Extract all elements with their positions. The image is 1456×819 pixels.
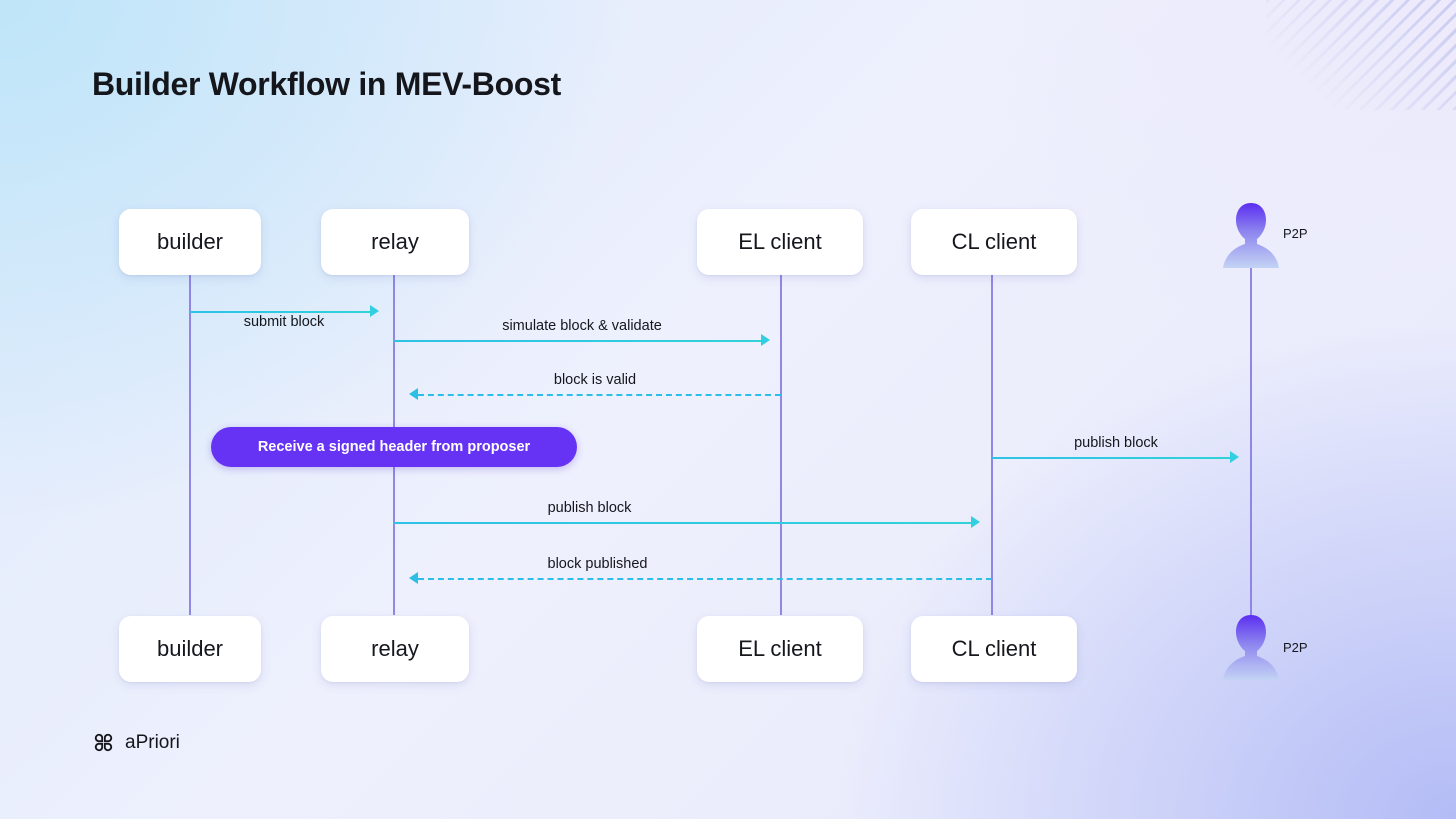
- person-icon: [1223, 203, 1279, 268]
- lifeline-el-client: [780, 275, 782, 615]
- note-label-signed-header: Receive a signed header from proposer: [257, 439, 531, 455]
- brand-name: aPriori: [125, 731, 180, 753]
- message-label-block-published: block published: [547, 556, 648, 572]
- lifeline-cl-client: [991, 275, 993, 615]
- participant-label-builder-bottom: builder: [156, 636, 224, 661]
- actor-label-p2p-bottom: P2P: [1283, 640, 1308, 655]
- message-line-block-published: [418, 578, 992, 580]
- page-title: Builder Workflow in MEV-Boost: [92, 66, 561, 102]
- message-submit-block: submit block: [189, 300, 379, 330]
- participant-label-relay-bottom: relay: [371, 636, 419, 661]
- participant-label-el-client-top: EL client: [738, 229, 822, 254]
- actor-p2p-bottom[interactable]: P2P: [1221, 612, 1308, 684]
- participant-label-cl-client-bottom: CL client: [951, 636, 1037, 661]
- participant-box-el-client-bottom[interactable]: EL client: [697, 616, 863, 682]
- arrowhead-right-publish-block-to-p2p: [1230, 451, 1239, 463]
- message-label-block-is-valid: block is valid: [553, 372, 637, 388]
- message-label-publish-block-to-p2p: publish block: [1074, 435, 1158, 451]
- arrowhead-right-publish-block-to-cl: [971, 516, 980, 528]
- message-publish-block-to-cl: publish block: [393, 500, 981, 533]
- note-signed-header[interactable]: Receive a signed header from proposer: [211, 427, 577, 467]
- message-line-block-is-valid: [418, 394, 781, 396]
- participant-box-cl-client-bottom[interactable]: CL client: [911, 616, 1077, 682]
- participant-label-relay-top: relay: [371, 229, 419, 254]
- message-label-publish-block-to-cl: publish block: [547, 500, 632, 516]
- participant-label-el-client-bottom: EL client: [738, 636, 822, 661]
- person-icon: [1223, 615, 1279, 680]
- lifeline-builder: [189, 275, 191, 615]
- message-line-publish-block-to-cl: [393, 522, 972, 524]
- message-label-simulate-block-validate: simulate block & validate: [502, 318, 662, 334]
- message-line-publish-block-to-p2p: [992, 457, 1231, 459]
- participant-box-el-client-top[interactable]: EL client: [697, 209, 863, 275]
- message-line-submit-block: [189, 311, 371, 313]
- message-block-is-valid: block is valid: [409, 372, 781, 405]
- actor-p2p-top[interactable]: P2P: [1221, 200, 1308, 272]
- message-block-published: block published: [409, 556, 992, 589]
- participant-box-builder-bottom[interactable]: builder: [119, 616, 261, 682]
- actor-label-p2p-top: P2P: [1283, 226, 1308, 241]
- participant-label-cl-client-top: CL client: [951, 229, 1037, 254]
- arrowhead-right-submit-block: [370, 305, 379, 317]
- brand-footer: aPriori: [92, 731, 180, 754]
- participant-box-relay-top[interactable]: relay: [321, 209, 469, 275]
- message-line-simulate-block-validate: [393, 340, 762, 342]
- message-label-submit-block: submit block: [243, 314, 325, 330]
- arrowhead-left-block-published: [409, 572, 418, 584]
- participant-label-builder-top: builder: [156, 229, 224, 254]
- message-publish-block-to-p2p: publish block: [992, 435, 1240, 468]
- lifeline-p2p: [1250, 268, 1252, 623]
- participant-box-relay-bottom[interactable]: relay: [321, 616, 469, 682]
- arrowhead-right-simulate-block-validate: [761, 334, 770, 346]
- participant-box-cl-client-top[interactable]: CL client: [911, 209, 1077, 275]
- clover-mark-icon: [94, 733, 113, 752]
- participant-box-builder-top[interactable]: builder: [119, 209, 261, 275]
- message-simulate-block-validate: simulate block & validate: [393, 318, 771, 351]
- arrowhead-left-block-is-valid: [409, 388, 418, 400]
